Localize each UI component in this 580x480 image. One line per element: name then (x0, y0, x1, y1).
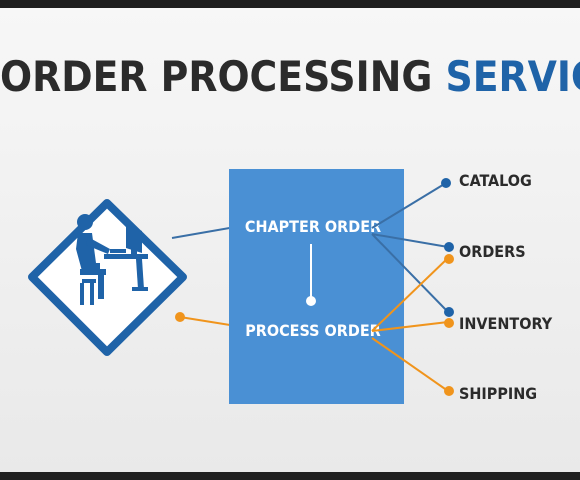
title-accent: SERVICE (445, 52, 580, 101)
title-main: ORDER PROCESSING (0, 52, 433, 101)
service-box (229, 169, 404, 404)
diagram-svg: CHAPTER ORDER PROCESS ORDER CATALOG ORDE… (28, 169, 553, 404)
box-label-chapter-order: CHAPTER ORDER (245, 217, 381, 236)
node-inventory-orange (444, 318, 454, 328)
node-orders-orange (444, 254, 454, 264)
service-label-orders: ORDERS (459, 242, 526, 261)
node-shipping (444, 386, 454, 396)
connector-chapter-inventory (371, 233, 449, 313)
computer-user-icon (28, 199, 187, 356)
connector-chapter-orders (371, 233, 449, 248)
box-label-process-order: PROCESS ORDER (245, 321, 380, 340)
node-inventory-blue (444, 307, 454, 317)
node-orders-blue (444, 242, 454, 252)
connector-process-orders (371, 257, 449, 332)
node-process-in (175, 312, 185, 322)
node-catalog (441, 178, 451, 188)
connector-process-inventory (371, 321, 449, 332)
service-label-catalog: CATALOG (459, 171, 532, 190)
service-label-shipping: SHIPPING (459, 384, 537, 403)
diagram-canvas: ORDER PROCESSING SERVICE (0, 8, 580, 472)
connector-process-shipping (371, 337, 449, 392)
connector-chapter-catalog (371, 182, 447, 229)
service-label-inventory: INVENTORY (459, 314, 553, 333)
node-internal (306, 296, 316, 306)
page-title: ORDER PROCESSING SERVICE (0, 52, 580, 101)
bottom-border (0, 472, 580, 480)
